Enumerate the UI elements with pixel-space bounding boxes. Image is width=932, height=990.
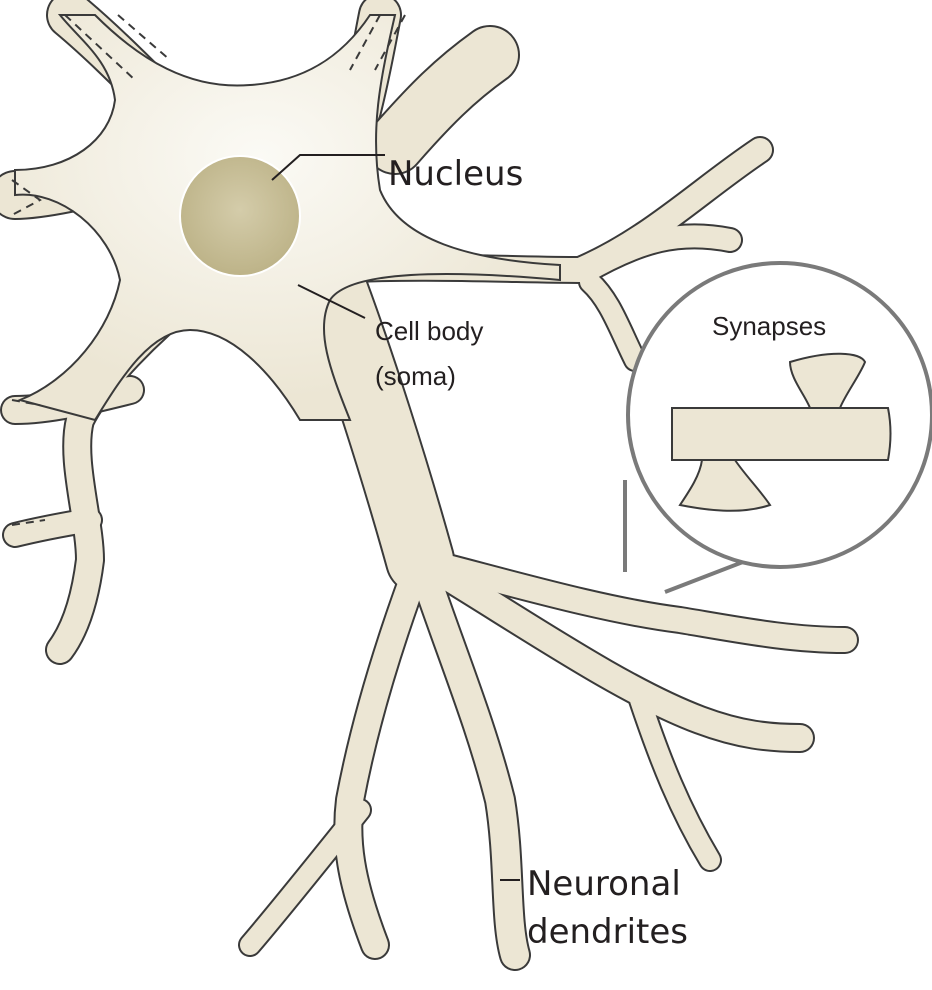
synapses-label: Synapses bbox=[712, 311, 826, 341]
dendrites-label-line1: Neuronal bbox=[527, 864, 681, 904]
nucleus-circle bbox=[180, 156, 300, 276]
dendrites-label-line2: dendrites bbox=[527, 912, 688, 952]
cell-body-label-line1: Cell body bbox=[375, 316, 483, 346]
nucleus-label: Nucleus bbox=[388, 154, 523, 194]
dendrite-segment bbox=[672, 408, 891, 460]
cell-body-label-line2: (soma) bbox=[375, 361, 456, 391]
